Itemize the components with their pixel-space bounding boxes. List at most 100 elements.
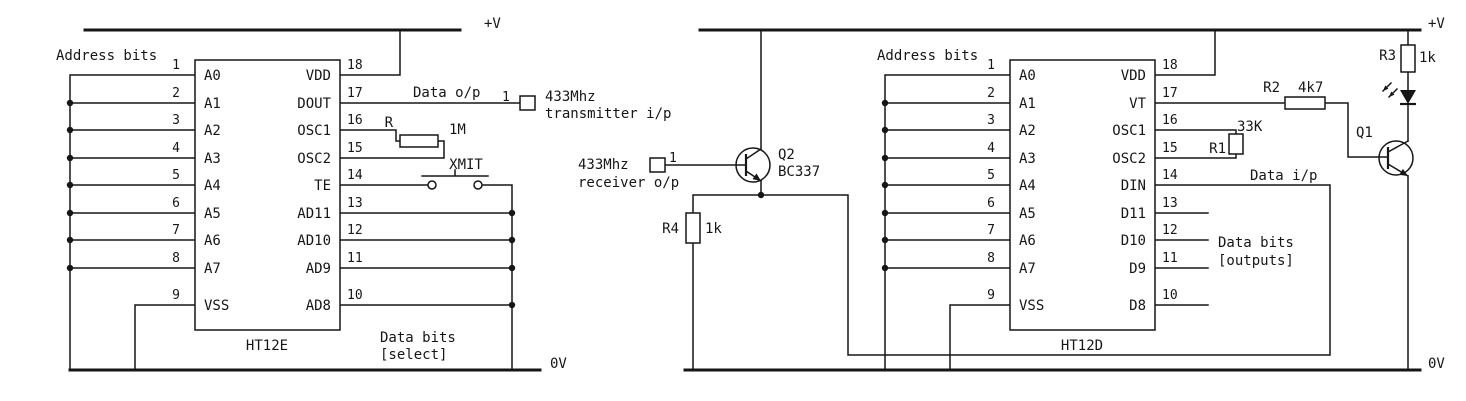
pin-name: A4 [204,178,221,194]
pin-name: A0 [204,68,221,84]
vss-wire [134,304,196,371]
receiver-pin-number: 1 [669,151,677,166]
led-arrowhead-2 [1383,85,1389,91]
pin-number: 1 [172,58,180,73]
transmitter-label-line1: 433Mhz [545,89,596,105]
osc-wires [339,129,445,159]
vdd-wire [1154,29,1216,76]
transistor-q1-symbol [1378,140,1414,176]
pin-number: 17 [1162,86,1178,101]
resistor-r3-symbol [1400,44,1416,73]
pin-name: A3 [1019,151,1036,167]
pin-name: VSS [204,298,229,314]
osc-wires [1154,129,1237,159]
decoder-pin-names-right: VDD VT OSC1 OSC2 DIN D11 D10 D9 D8 [1112,68,1146,314]
data-out-label: Data o/p [413,85,480,101]
pin-name: VDD [306,68,331,84]
pin-name: AD8 [306,298,331,314]
pin-number: 13 [347,196,363,211]
pin-number: 4 [172,141,180,156]
pin-name: A1 [204,96,221,112]
resistor-r-ref: R [385,115,394,131]
pin-number: 9 [987,288,995,303]
transmitter-terminal-box [519,95,536,111]
pin-number: 18 [1162,58,1178,73]
pin-number: 10 [1162,288,1178,303]
pin-number: 6 [987,196,995,211]
r1-ref-label: R1 [1209,141,1226,157]
transmitter-label-line2: transmitter i/p [545,106,671,122]
pin-number: 12 [1162,223,1178,238]
pin-number: 15 [347,141,363,156]
pin-name: D11 [1121,206,1146,222]
pin-name: AD11 [297,206,331,222]
pin-name: AD9 [306,261,331,277]
xmit-button-contact-left [427,180,437,190]
pin-name: OSC2 [1112,151,1146,167]
address-bits-label: Address bits [56,48,157,64]
q1-emitter-arrow [1399,168,1408,176]
pin-number: 7 [987,223,995,238]
pin-name: VSS [1019,298,1044,314]
pin-name: DOUT [297,96,331,112]
pin-number: 3 [987,113,995,128]
address-bus-wires [69,74,196,371]
pin-number: 8 [987,251,995,266]
q2-ref-label: Q2 [778,147,795,163]
receiver-terminal-box [649,157,666,173]
data-bits-label-line1: Data bits [380,330,456,346]
pin-name: A2 [204,123,221,139]
xmit-button-label: XMIT [449,157,483,173]
decoder-pin-numbers-right: 18 17 16 15 14 13 12 11 10 [1162,58,1178,303]
pin-number: 8 [172,251,180,266]
encoder-pin-names-right: VDD DOUT OSC1 OSC2 TE AD11 AD10 AD9 AD8 [297,68,331,314]
receiver-label-line1: 433Mhz [578,157,629,173]
r4-wires [692,194,762,371]
pin-number: 15 [1162,141,1178,156]
data-bits-label-line1: Data bits [1218,235,1294,251]
pin-number: 16 [347,113,363,128]
pin-name: D9 [1129,261,1146,277]
decoder-wires [664,28,1422,372]
resistor-r4-symbol [685,212,701,244]
pin-number: 13 [1162,196,1178,211]
pin-name: A5 [1019,206,1036,222]
data-output-wires [1154,212,1209,306]
ht12d-body [1009,59,1156,331]
din-loop-wire [760,184,1331,356]
ic-name-label: HT12D [1061,338,1103,354]
pin-number: 18 [347,58,363,73]
r3-ref-label: R3 [1379,48,1396,64]
pin-number: 4 [987,141,995,156]
q2-emitter-arrow [752,173,761,181]
pin-name: AD10 [297,233,331,249]
pin-number: 12 [347,223,363,238]
pin-name: DIN [1121,178,1146,194]
xmit-button-contact-right [473,180,483,190]
led-arrowhead-1 [1389,91,1395,97]
encoder-pin-numbers-right: 18 17 16 15 14 13 12 11 10 [347,58,363,303]
pin-number: 2 [987,86,995,101]
r4-ref-label: R4 [662,221,679,237]
vt-wire [1154,102,1389,158]
encoder-junction-dots [66,99,516,309]
pin-number: 1 [987,58,995,73]
pin-number: 10 [347,288,363,303]
decoder-pin-names-left: A0 A1 A2 A3 A4 A5 A6 A7 VSS [1019,68,1044,314]
pin-number: 7 [172,223,180,238]
r3-value-label: 1k [1419,50,1436,66]
pin-name: D10 [1121,233,1146,249]
ground-label: 0V [550,356,567,372]
q2-collector-emitter-wires [744,29,763,196]
pin-number: 9 [172,288,180,303]
encoder-circuit: +V 0V Address bits HT12E 1 2 3 4 5 6 7 8… [56,16,671,372]
supply-label: +V [484,16,501,32]
r4-value-label: 1k [705,221,722,237]
pin-number: 11 [1162,251,1178,266]
te-button-wires [339,169,513,371]
pin-number: 6 [172,196,180,211]
pin-name: A0 [1019,68,1036,84]
pin-name: VDD [1121,68,1146,84]
